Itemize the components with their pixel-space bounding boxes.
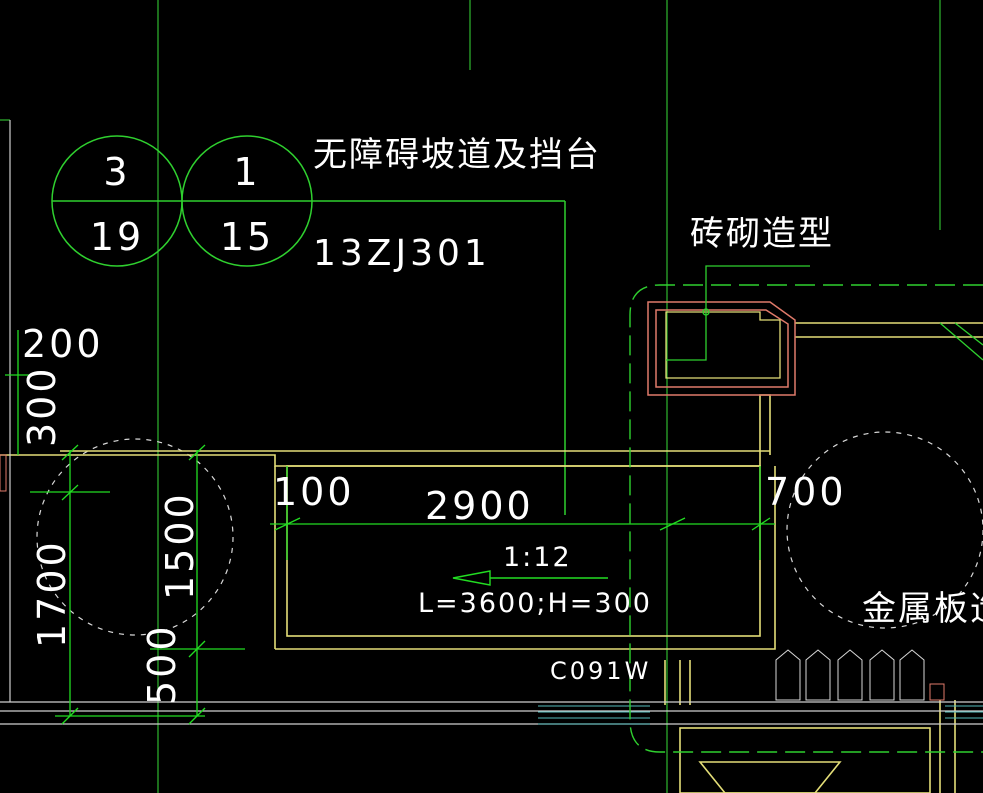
paving-hatch <box>538 705 983 725</box>
tree-left <box>36 438 234 636</box>
right-edge-detail <box>939 322 983 361</box>
dimension-500: 500 <box>140 623 184 705</box>
dimension-700: 700 <box>765 470 847 514</box>
ramp-length-height: L=3600;H=300 <box>418 588 652 619</box>
metal-panel-label: 金属板造 <box>862 589 983 629</box>
index-2-bottom: 15 <box>220 215 274 259</box>
axis-grid-lines <box>0 0 941 793</box>
tree-outlines <box>36 431 983 636</box>
metal-panel-units <box>0 454 945 701</box>
slope-ratio: 1:12 <box>503 542 572 573</box>
index-1-top: 3 <box>103 150 130 194</box>
brick-feature-inner <box>665 311 781 379</box>
wall-lines <box>0 322 983 793</box>
dimension-100: 100 <box>273 470 355 514</box>
brick-feature-leader <box>666 265 810 361</box>
ramp-title: 无障碍坡道及挡台 <box>313 135 601 175</box>
dashed-boundary <box>629 284 983 753</box>
slope-arrow <box>452 570 608 586</box>
dimension-lines <box>5 330 775 725</box>
brick-feature-outline <box>647 301 796 396</box>
dimension-2900: 2900 <box>425 484 534 528</box>
window-code: C091W <box>550 657 651 685</box>
dimension-300: 300 <box>20 365 64 447</box>
index-2-top: 1 <box>233 150 260 194</box>
dimension-1500: 1500 <box>158 491 202 600</box>
ground-lines <box>0 120 983 725</box>
detail-index-marks <box>51 135 566 515</box>
standard-code: 13ZJ301 <box>313 233 491 274</box>
brick-feature-label: 砖砌造型 <box>690 214 834 254</box>
index-1-bottom: 19 <box>90 215 144 259</box>
dimension-200: 200 <box>22 322 104 366</box>
dimension-1700: 1700 <box>30 539 74 648</box>
